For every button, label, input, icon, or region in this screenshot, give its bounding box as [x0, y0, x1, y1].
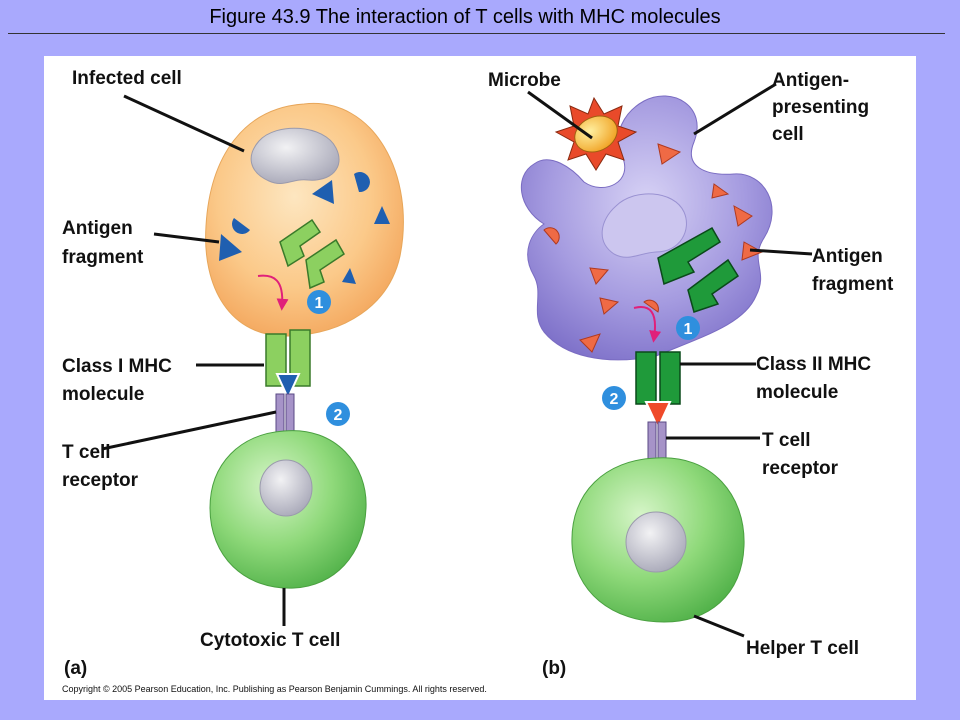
label-class-i-mhc-1: Class I MHC — [62, 356, 172, 377]
label-apc-1: Antigen- — [772, 70, 849, 91]
protein-pieces — [279, 218, 345, 290]
panel-b: 1 2 Microbe Antigen- p — [488, 70, 894, 679]
step-badge-2a: 2 — [326, 402, 350, 426]
antigen-fragments-blue — [219, 172, 390, 284]
panel-a: 1 2 Infected cell Antig — [62, 68, 404, 679]
label-tcr-a-2: receptor — [62, 470, 139, 491]
slide-title: Figure 43.9 The interaction of T cells w… — [209, 6, 721, 28]
callout-lines-a — [101, 94, 286, 626]
label-helper-t-cell: Helper T cell — [746, 638, 859, 659]
t-cell-receptor-a — [275, 393, 295, 435]
title-divider — [8, 33, 945, 34]
panel-b-tag: (b) — [542, 658, 566, 679]
callout-lines-b — [527, 82, 813, 638]
label-apc-2: presenting — [772, 97, 869, 118]
label-infected-cell: Infected cell — [72, 68, 182, 89]
label-antigen-fragment-a-2: fragment — [62, 247, 144, 268]
apc-nucleus — [601, 193, 687, 258]
copyright-notice: Copyright © 2005 Pearson Education, Inc.… — [62, 684, 487, 694]
label-cytotoxic-t-cell: Cytotoxic T cell — [200, 630, 340, 651]
step-badge-1b: 1 — [676, 316, 700, 340]
label-antigen-fragment-a-1: Antigen — [62, 218, 133, 239]
label-class-ii-mhc-1: Class II MHC — [756, 354, 871, 375]
step-badge-1a: 1 — [307, 290, 331, 314]
processing-arrow — [257, 274, 289, 311]
helper-t-cell-nucleus — [625, 511, 687, 573]
protein-pieces-b — [657, 226, 740, 313]
class-i-mhc — [265, 329, 311, 401]
label-tcr-a-1: T cell — [62, 442, 111, 463]
figure-panel: 1 2 Infected cell Antig — [44, 56, 916, 700]
processing-arrow-b — [633, 306, 662, 343]
svg-text:1: 1 — [684, 321, 693, 338]
label-tcr-b-2: receptor — [762, 458, 839, 479]
t-cell-mhc-diagram: 1 2 Infected cell Antig — [62, 68, 894, 694]
panel-a-tag: (a) — [64, 658, 87, 679]
label-apc-3: cell — [772, 124, 804, 145]
label-antigen-fragment-b-2: fragment — [812, 274, 894, 295]
label-antigen-fragment-b-1: Antigen — [812, 246, 883, 267]
svg-text:2: 2 — [610, 391, 619, 408]
label-class-ii-mhc-2: molecule — [756, 382, 838, 403]
svg-text:1: 1 — [315, 295, 324, 312]
antigen-fragments-red — [543, 143, 764, 353]
infected-cell-nucleus — [250, 127, 340, 185]
microbe — [554, 96, 638, 171]
label-tcr-b-1: T cell — [762, 430, 811, 451]
step-badge-2b: 2 — [602, 386, 626, 410]
label-microbe: Microbe — [488, 70, 561, 91]
svg-text:2: 2 — [334, 407, 343, 424]
cytotoxic-t-cell-nucleus — [259, 459, 313, 517]
class-ii-mhc — [635, 351, 681, 431]
label-class-i-mhc-2: molecule — [62, 384, 144, 405]
